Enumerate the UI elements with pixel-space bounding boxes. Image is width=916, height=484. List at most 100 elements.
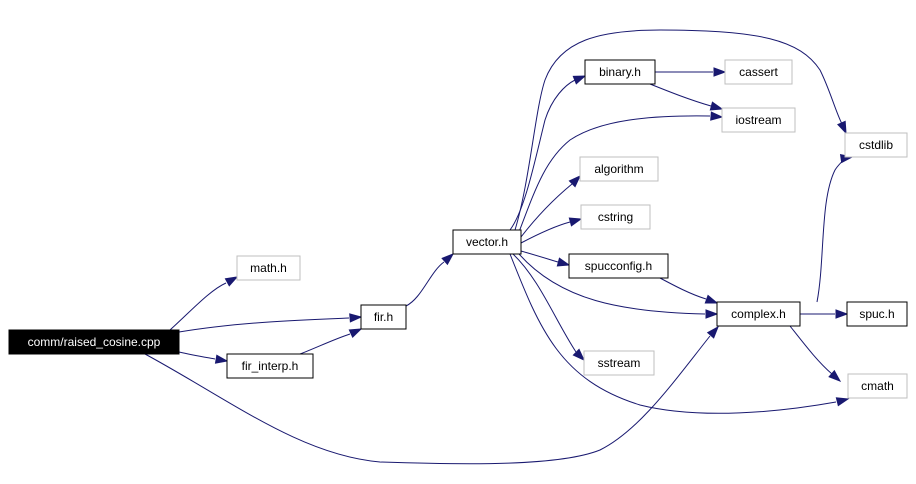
edge-line [520, 183, 573, 238]
edge-vector-to-cmath [509, 253, 850, 414]
edge-line [144, 335, 711, 465]
arrowhead [837, 120, 847, 135]
edge-line [299, 333, 351, 355]
node-label: vector.h [466, 235, 508, 249]
node-label: cmath [861, 379, 894, 393]
node-box [584, 59, 656, 85]
node-box [721, 107, 796, 133]
edge-line [520, 250, 559, 263]
node-label: cstring [598, 210, 633, 224]
node-complex[interactable]: complex.h [716, 301, 801, 327]
arrowhead [704, 294, 719, 304]
edge-vector-to-spucconfig [520, 250, 571, 267]
arrowhead [710, 111, 724, 121]
node-spucconfig[interactable]: spucconfig.h [568, 253, 669, 279]
arrowhead [572, 75, 587, 85]
edge-raised_cosine-to-math [169, 276, 239, 331]
edge-vector-to-cstring [520, 217, 583, 244]
arrowhead [835, 397, 850, 407]
edge-complex-to-cstdlib [816, 153, 854, 303]
arrowhead [556, 257, 571, 267]
node-box [226, 353, 314, 379]
node-label: iostream [735, 113, 781, 127]
edge-line [405, 261, 445, 307]
edge-fir-to-vector [405, 253, 455, 307]
node-binary[interactable]: binary.h [584, 59, 656, 85]
arrowhead [828, 369, 842, 382]
edge-line [518, 253, 706, 315]
arrowhead [706, 325, 719, 339]
node-box [724, 59, 793, 85]
node-box [360, 304, 407, 330]
edge-vector-to-complex [518, 253, 719, 319]
node-label: complex.h [731, 307, 786, 321]
edge-line [816, 157, 846, 303]
edge-raised_cosine-to-fir_interp [178, 351, 229, 364]
arrowhead [349, 313, 363, 323]
node-box [452, 229, 522, 255]
node-box [716, 301, 801, 327]
edge-line [178, 351, 216, 360]
node-sstream: sstream [583, 350, 655, 376]
node-box [236, 255, 301, 281]
node-iostream: iostream [721, 107, 796, 133]
edge-line [659, 277, 707, 300]
node-cstring: cstring [580, 204, 651, 230]
edge-complex-to-spuc [800, 309, 849, 319]
edge-complex-to-cmath [789, 325, 842, 382]
arrowhead [572, 348, 586, 362]
arrowhead [441, 253, 455, 266]
arrowhead [705, 309, 719, 319]
edge-line [509, 253, 837, 414]
node-label: spuc.h [859, 307, 894, 321]
node-label: sstream [598, 356, 641, 370]
edge-line [520, 221, 571, 244]
node-spuc[interactable]: spuc.h [846, 301, 908, 327]
arrowhead [835, 309, 849, 319]
node-box [844, 132, 908, 158]
edge-line [789, 325, 833, 375]
edge-line [512, 253, 577, 353]
nodes-layer: comm/raised_cosine.cpp math.h fir.h fir_int… [8, 59, 908, 399]
node-box [8, 329, 180, 355]
node-box [580, 204, 651, 230]
edge-vector-to-iostream [518, 111, 724, 233]
edge-raised_cosine-to-fir [178, 313, 363, 333]
node-raised_cosine[interactable]: comm/raised_cosine.cpp [8, 329, 180, 355]
arrowhead [348, 328, 363, 339]
node-vector[interactable]: vector.h [452, 229, 522, 255]
node-fir_interp[interactable]: fir_interp.h [226, 353, 314, 379]
node-fir[interactable]: fir.h [360, 304, 407, 330]
node-label: fir_interp.h [242, 359, 299, 373]
arrowhead [224, 276, 239, 287]
edge-raised_cosine-to-complex [144, 325, 719, 465]
node-algorithm: algorithm [579, 156, 659, 182]
node-label: cassert [739, 65, 778, 79]
edges-layer [144, 29, 854, 465]
edge-vector-to-sstream [512, 253, 586, 362]
node-cstdlib: cstdlib [844, 132, 908, 158]
arrowhead [709, 101, 724, 111]
edge-line [518, 115, 711, 233]
arrowhead [713, 67, 727, 77]
edge-line [178, 317, 350, 333]
node-label: spucconfig.h [585, 259, 652, 273]
node-label: binary.h [599, 65, 641, 79]
node-box [847, 373, 908, 399]
arrowhead [568, 217, 583, 227]
node-math: math.h [236, 255, 301, 281]
edge-binary-to-iostream [649, 83, 724, 111]
edge-line [169, 282, 227, 331]
edge-line [509, 79, 576, 231]
node-cassert: cassert [724, 59, 793, 85]
node-label: math.h [250, 261, 287, 275]
edge-binary-to-cassert [655, 67, 727, 77]
edge-vector-to-cstdlib [514, 29, 847, 231]
node-label: cstdlib [859, 138, 893, 152]
node-cmath: cmath [847, 373, 908, 399]
edge-fir_interp-to-fir [299, 328, 363, 355]
edge-vector-to-algorithm [520, 174, 582, 238]
arrowhead [568, 174, 582, 188]
edge-line [649, 83, 712, 107]
edge-spucconfig-to-complex [659, 277, 719, 304]
